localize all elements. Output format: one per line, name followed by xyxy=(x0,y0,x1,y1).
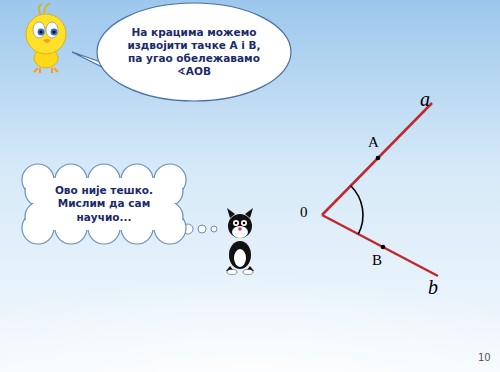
vertex-name: 0 xyxy=(300,204,308,221)
point-name: A xyxy=(368,134,379,151)
bubble-ellipse xyxy=(97,3,291,101)
point-name: B xyxy=(372,252,382,269)
cloud-fill xyxy=(23,165,185,243)
point-dot xyxy=(376,156,381,161)
angle-arc xyxy=(351,186,363,234)
bird-figure xyxy=(26,4,66,73)
bubble-text: Ово није тешко. Мислим да сам научио... xyxy=(48,184,160,223)
angle-figure xyxy=(322,103,438,276)
ray-a xyxy=(322,103,432,215)
cat-figure xyxy=(226,208,254,275)
point-dot xyxy=(381,245,386,250)
bubble-text: На крацима можемо издвојити тачке А і В,… xyxy=(119,26,269,79)
speech-bubble: На крацима можемо издвојити тачке А і В,… xyxy=(96,2,292,102)
page-number: 10 xyxy=(478,352,491,363)
ray-name: a xyxy=(420,88,430,111)
ray-b xyxy=(322,215,438,276)
cloud-core xyxy=(38,178,170,230)
ray-name: b xyxy=(428,276,438,299)
thought-dots xyxy=(183,224,217,234)
thought-cloud: Ово није тешко. Мислим да сам научио... xyxy=(26,166,182,242)
cloud-outline xyxy=(22,164,186,244)
